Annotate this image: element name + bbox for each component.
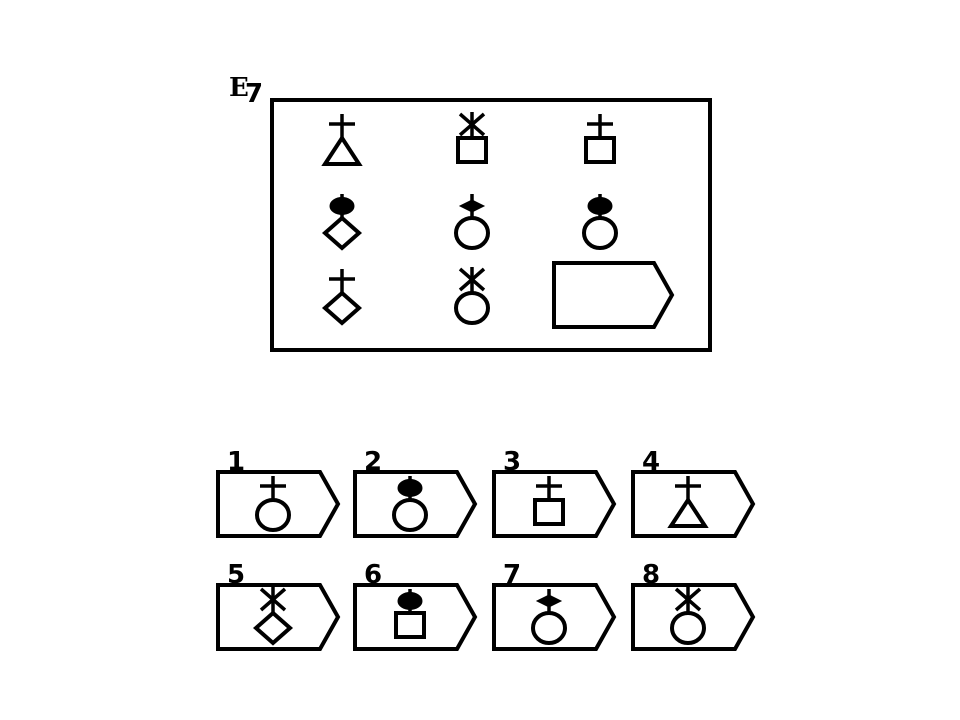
matrix-cell-r1-c3: [584, 114, 616, 164]
cross-icon: [329, 114, 355, 138]
cross-icon: [587, 114, 613, 138]
option-8[interactable]: 8: [631, 560, 756, 651]
circle-icon: [255, 498, 291, 532]
matrix-cell-r1-c2: [456, 112, 488, 164]
matrix-cell-r1-c1: [321, 114, 363, 166]
square-icon: [394, 611, 426, 639]
option-number: 7: [503, 560, 521, 590]
cross-icon: [260, 476, 286, 500]
ellipse-icon: [329, 194, 355, 218]
kite-icon: [458, 194, 486, 218]
matrix-cell-r2-c3: [582, 194, 618, 250]
diamond-icon: [321, 290, 363, 326]
circle-icon: [582, 216, 618, 250]
option-number: 6: [364, 560, 382, 590]
option-card[interactable]: [492, 583, 617, 651]
option-number: 8: [642, 560, 660, 590]
ellipse-icon: [397, 476, 423, 500]
cross-icon: [329, 269, 355, 293]
asterisk-icon: [458, 112, 486, 138]
option-number: 4: [642, 447, 660, 477]
ellipse-icon: [397, 589, 423, 613]
option-card[interactable]: [353, 470, 478, 538]
option-2[interactable]: 2: [353, 447, 478, 538]
answer-options: 1 2 3 4 5 6 7 8: [216, 447, 756, 651]
matrix-frame: [270, 98, 712, 352]
set-letter: E: [229, 73, 249, 103]
circle-icon: [392, 498, 428, 532]
option-1[interactable]: 1: [216, 447, 341, 538]
ellipse-icon: [587, 194, 613, 218]
asterisk-icon: [674, 587, 702, 613]
matrix-cell-r3-c2: [454, 267, 490, 325]
asterisk-icon: [259, 587, 287, 613]
matrix-cell-r3-c1: [321, 269, 363, 326]
option-card[interactable]: [631, 470, 756, 538]
asterisk-icon: [458, 267, 486, 293]
matrix-cells: [321, 112, 675, 329]
missing-answer-slot: [552, 261, 675, 329]
option-number: 1: [227, 447, 245, 477]
matrix-cell-r3-c3: [552, 261, 675, 329]
option-card[interactable]: [631, 583, 756, 651]
option-6[interactable]: 6: [353, 560, 478, 651]
diamond-icon: [252, 610, 294, 646]
option-card[interactable]: [492, 470, 617, 538]
square-icon: [456, 136, 488, 164]
option-3[interactable]: 3: [492, 447, 617, 538]
option-number: 5: [227, 560, 245, 590]
option-card[interactable]: [216, 583, 341, 651]
circle-icon: [670, 611, 706, 645]
circle-icon: [454, 291, 490, 325]
square-icon: [584, 136, 616, 164]
kite-icon: [535, 589, 563, 613]
square-icon: [533, 498, 565, 526]
item-number: 7: [245, 79, 263, 109]
cross-icon: [536, 476, 562, 500]
option-5[interactable]: 5: [216, 560, 341, 651]
option-card[interactable]: [216, 470, 341, 538]
option-4[interactable]: 4: [631, 447, 756, 538]
matrix-cell-r2-c2: [454, 194, 490, 250]
triangle-icon: [321, 134, 363, 166]
option-number: 2: [364, 447, 382, 477]
option-card[interactable]: [353, 583, 478, 651]
circle-icon: [531, 611, 567, 645]
circle-icon: [454, 216, 490, 250]
cross-icon: [675, 476, 701, 500]
option-7[interactable]: 7: [492, 560, 617, 651]
matrix-cell-r2-c1: [321, 194, 363, 251]
triangle-icon: [667, 496, 709, 528]
option-number: 3: [503, 447, 521, 477]
diamond-icon: [321, 215, 363, 251]
